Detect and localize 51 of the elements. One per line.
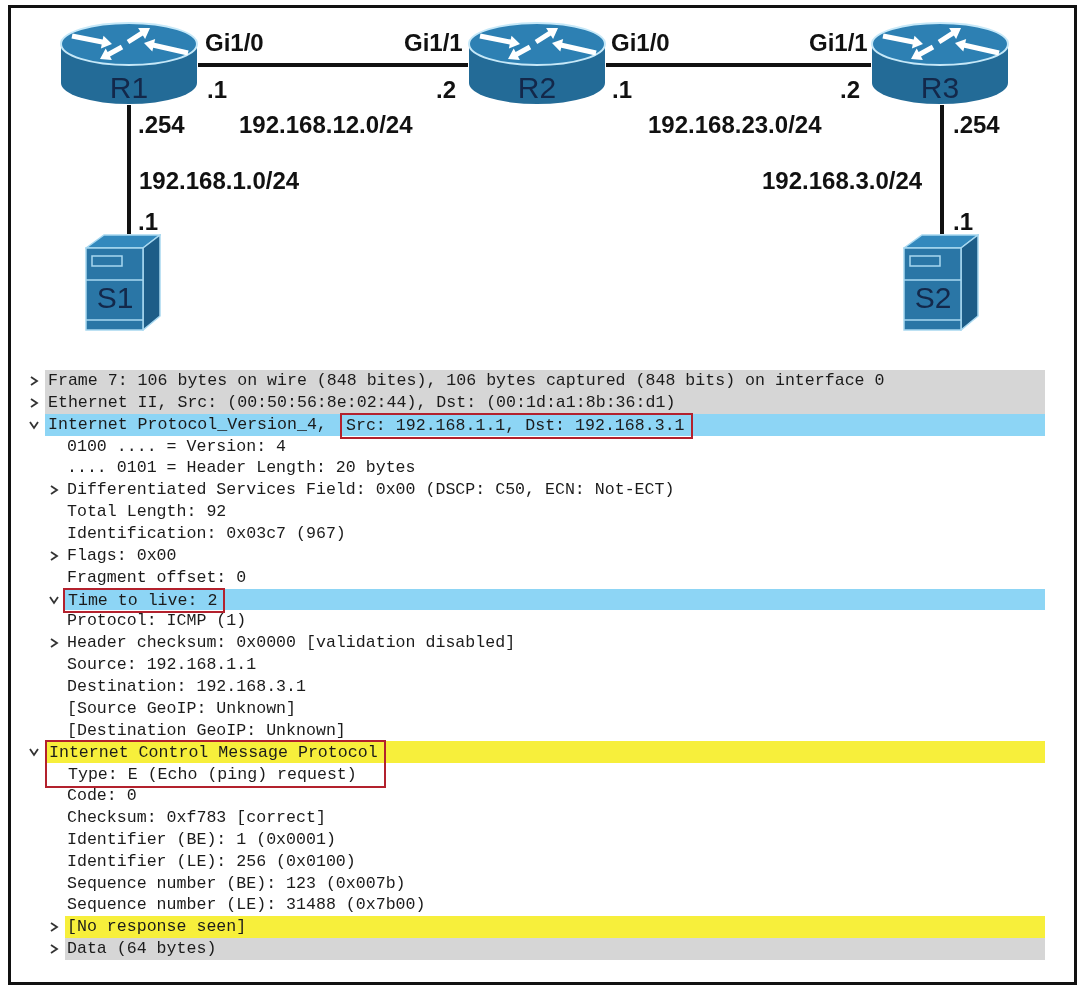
packet-field-text: Header checksum: 0x0000 [validation disabled] [67,632,516,655]
packet-field-text: Sequence number (LE): 31488 (0x7b00) [67,894,426,917]
packet-field-text: Code: 0 [67,785,137,807]
highlight-box [63,587,226,614]
edge-label: 192.168.3.0/24 [762,168,923,194]
interface-label: Gi1/1 [404,30,463,56]
packet-field-text: [Source GeoIP: Unknown] [67,697,297,720]
packet-field-text: Checksum: 0xf783 [correct] [67,807,326,829]
packet-field-text: [Destination GeoIP: Unknown] [67,719,346,742]
ip-address-label: .1 [953,209,973,235]
protocol-layer-text: Internet Protocol_Version_4, [48,413,327,436]
protocol-layer-text: Ethernet II, Src: (00:50:56:8e:02:44), Dst: (00:1d:a1:8b:36:d1) [48,391,676,414]
network-link [127,105,131,234]
highlight-box [340,412,693,439]
interface-label: Gi1/0 [611,30,670,56]
ip-address-label: .254 [953,112,1000,138]
protocol-layer-text: Frame 7: 106 bytes on wire (848 bites), 106 bytes captured (848 bits) on interface 0 [48,370,885,392]
packet-field-text: Destination: 192.168.3.1 [67,675,306,698]
packet-field-text: Differentiated Services Field: 0x00 (DSCP: C50, ECN: Not-ECT) [67,479,675,502]
ip-address-label: .1 [612,77,632,103]
network-link [198,63,468,67]
interface-label: Gi1/0 [205,30,264,56]
packet-field-text: Source: 192.168.1.1 [67,654,257,676]
highlight-box [45,740,386,789]
packet-field-text: Type: E (Echo (ping) request) [68,764,357,787]
packet-field-text: Data (64 bytes) [67,938,217,960]
packet-field-text: 0100 .... = Version: 4 [67,435,287,458]
packet-field-text: .... 0101 = Header Length: 20 bytes [67,457,416,480]
edge-label: 192.168.23.0/24 [648,112,822,138]
interface-label: Gi1/1 [809,30,868,56]
ip-address-label: .1 [138,209,158,235]
packet-field-text: Identification: 0x03c7 (967) [67,522,346,545]
ip-address-label: .1 [207,77,227,103]
packet-field-text: Flags: 0x00 [67,544,177,567]
packet-field-text: Time to live: 2 [68,589,218,612]
packet-field-text: Total Length: 92 [67,501,227,523]
network-link [940,105,944,234]
edge-label: 192.168.12.0/24 [239,112,413,138]
ip-address-label: .254 [138,112,185,138]
packet-field-text: Protocol: ICMP (1) [67,610,247,633]
network-link [606,63,871,67]
packet-field-text: Src: 192.168.1.1, Dst: 192.168.3.1 [346,414,685,437]
packet-field-text: Identifier (LE): 256 (0x0100) [67,850,356,873]
ip-address-label: .2 [840,77,860,103]
ip-address-label: .2 [436,77,456,103]
protocol-layer-text: Internet Control Message Protocol [49,742,378,765]
packet-field-text: Sequence number (BE): 123 (0x007b) [67,872,406,895]
packet-field-text: Fragment offset: 0 [67,566,247,589]
edge-label: 192.168.1.0/24 [139,168,300,194]
packet-field-text: [No response seen] [67,916,247,939]
packet-field-text: Identifier (BE): 1 (0x0001) [67,828,336,851]
